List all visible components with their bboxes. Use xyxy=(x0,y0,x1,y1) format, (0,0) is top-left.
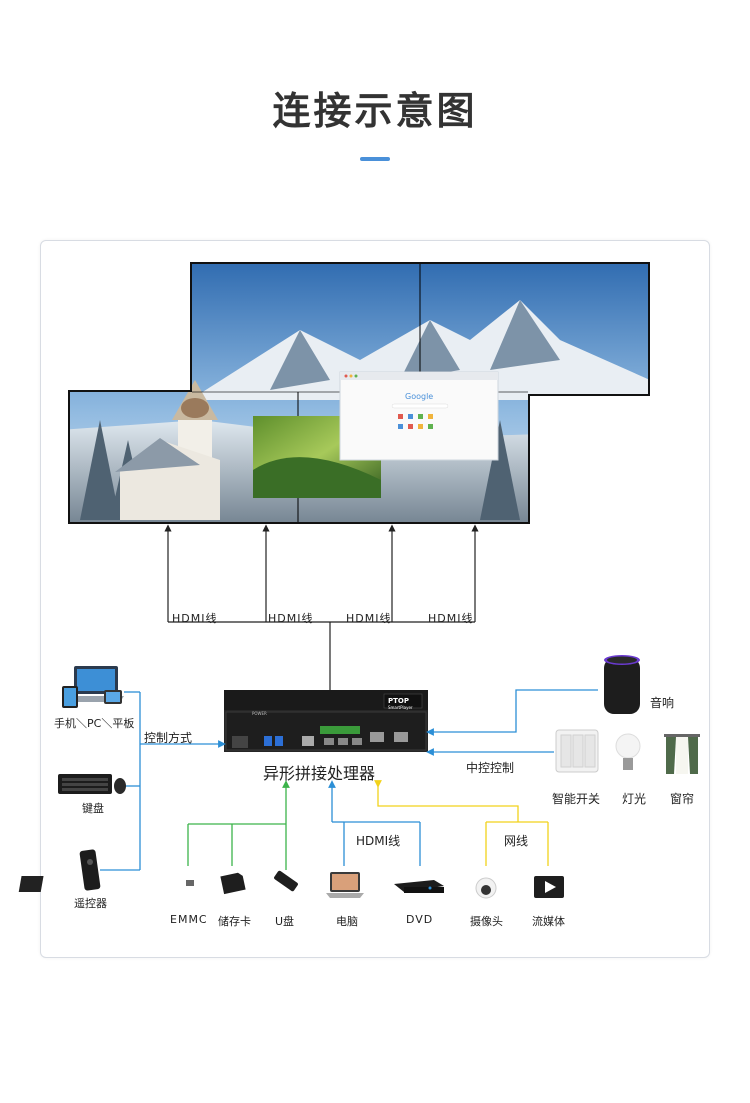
browser-window xyxy=(339,371,499,461)
laptop-icon xyxy=(326,872,364,898)
remote-icon xyxy=(79,849,101,891)
storage-lines xyxy=(187,780,290,870)
camera-label: 摄像头 xyxy=(470,915,503,928)
emmc-label: EMMC xyxy=(170,913,208,926)
speaker-icon xyxy=(604,655,640,714)
title-accent-bar xyxy=(360,157,390,161)
usb-drive-icon xyxy=(274,870,298,892)
left-control-lines xyxy=(100,691,226,871)
processor-name: 异形拼接处理器 xyxy=(263,764,376,783)
curtain-icon xyxy=(664,734,700,774)
cable-label-3: HDMI线 xyxy=(346,612,392,625)
keyboard-label: 键盘 xyxy=(82,802,104,815)
curtain-label: 窗帘 xyxy=(670,792,695,806)
stream-icon xyxy=(534,876,564,898)
hdmi-cables xyxy=(164,524,479,690)
processor-brand: PTOP xyxy=(388,697,409,705)
cable-label-2: HDMI线 xyxy=(268,612,314,625)
cable-label-1: HDMI线 xyxy=(172,612,218,625)
processor-device xyxy=(224,690,428,752)
dvd-icon xyxy=(394,880,444,893)
devices-icon xyxy=(62,666,124,708)
church-shape xyxy=(115,380,220,520)
bulb-label: 灯光 xyxy=(622,792,647,806)
sd-card-label: 储存卡 xyxy=(218,915,251,928)
network-lines xyxy=(374,780,549,866)
control-method-label: 控制方式 xyxy=(144,731,193,745)
keyboard-icon xyxy=(58,774,126,794)
power-label: POWER xyxy=(252,711,267,716)
bulb-icon xyxy=(615,733,641,770)
speaker-label: 音响 xyxy=(650,696,675,710)
network-label: 网线 xyxy=(504,834,529,848)
sd-card-icon xyxy=(220,872,246,895)
remote-label: 遥控器 xyxy=(74,897,107,910)
usb-drive-label: U盘 xyxy=(275,915,295,928)
devices-label: 手机＼PC＼平板 xyxy=(54,717,135,730)
switch-label: 智能开关 xyxy=(552,792,601,806)
page-title: 连接示意图 xyxy=(272,89,478,133)
stream-label: 流媒体 xyxy=(532,915,565,928)
laptop-label: 电脑 xyxy=(336,915,358,928)
cable-label-4: HDMI线 xyxy=(428,612,474,625)
hdmi-input-lines xyxy=(328,780,421,866)
video-wall xyxy=(68,262,650,524)
switch-icon xyxy=(555,729,599,773)
google-logo: Google xyxy=(405,392,434,401)
central-control-label: 中控控制 xyxy=(466,761,515,775)
dvd-label: DVD xyxy=(406,913,434,926)
app-tiles xyxy=(398,414,433,429)
camera-icon xyxy=(475,877,497,899)
hdmi-input-label: HDMI线 xyxy=(356,834,401,848)
emmc-icon xyxy=(18,876,194,892)
processor-model: SmartPlayer xyxy=(388,705,413,710)
right-control-lines xyxy=(426,689,598,756)
